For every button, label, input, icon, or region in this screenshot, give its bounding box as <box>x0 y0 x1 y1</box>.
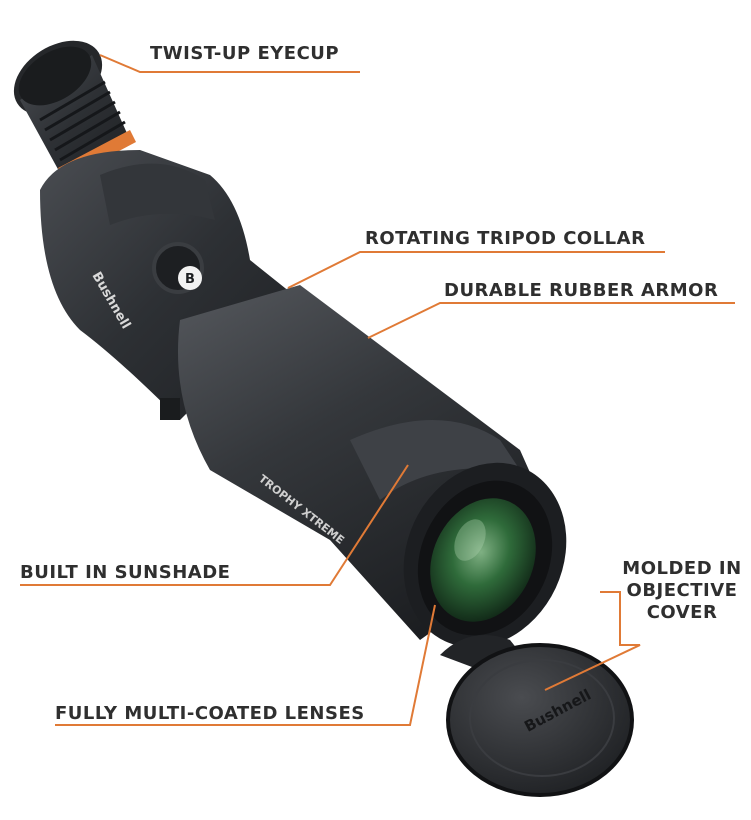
callout-fully-multi-coated-lenses: FULLY MULTI-COATED LENSES <box>55 703 365 724</box>
callout-rotating-tripod-collar: ROTATING TRIPOD COLLAR <box>365 228 646 249</box>
leader-collar <box>287 251 665 289</box>
callout-durable-rubber-armor: DURABLE RUBBER ARMOR <box>444 280 719 301</box>
leader-lines <box>20 54 735 726</box>
textured-grip-panel <box>100 163 215 225</box>
cover-label-line-1: MOLDED IN <box>622 558 742 579</box>
brand-medallion <box>178 266 202 290</box>
objective-cover: Bushnell <box>440 635 634 797</box>
tripod-mount-knob <box>160 398 180 420</box>
objective-lens <box>430 498 536 622</box>
leader-eyecup <box>99 54 360 73</box>
callout-twist-up-eyecup: TWIST-UP EYECUP <box>150 43 340 64</box>
eyepiece <box>13 40 136 182</box>
sunshade-panel <box>350 420 520 500</box>
callout-molded-in-objective-cover: MOLDED IN OBJECTIVE COVER <box>612 558 751 624</box>
brand-medallion-letter: B <box>185 272 195 287</box>
objective-assembly <box>403 462 567 648</box>
leader-lenses <box>55 604 436 726</box>
cover-label-line-2: OBJECTIVE <box>626 580 738 601</box>
leader-sunshade <box>20 464 409 586</box>
leader-cover <box>544 591 641 691</box>
leader-armor <box>367 302 735 339</box>
callout-built-in-sunshade: BUILT IN SUNSHADE <box>20 562 231 583</box>
cover-cap <box>446 643 634 797</box>
cover-label-line-3: COVER <box>646 602 718 623</box>
eyepiece-grip-rings-icon <box>39 80 126 162</box>
